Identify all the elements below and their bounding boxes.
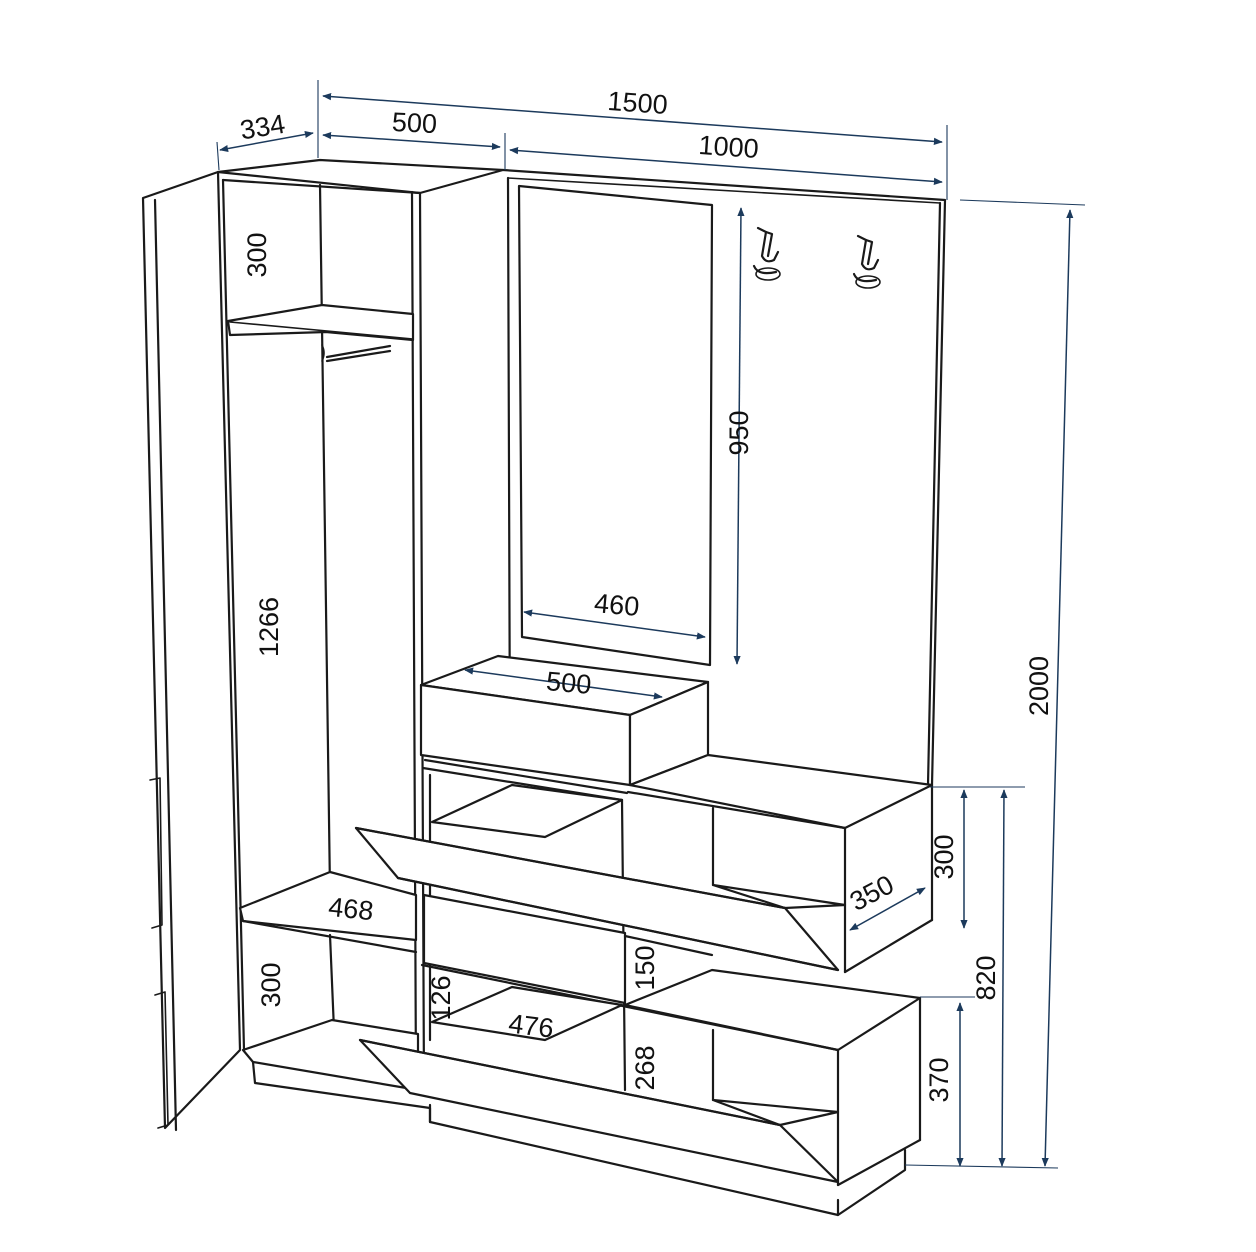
- dim-line-overall-width: [322, 93, 943, 145]
- dim-top-compartment-height: 300: [242, 232, 272, 277]
- dim-upper-drawer-height: 150: [630, 945, 660, 990]
- dim-line-bench-depth: [849, 887, 926, 931]
- dim-drawer-front-height: 126: [426, 975, 456, 1020]
- wardrobe-door: [141, 170, 242, 1132]
- dim-line-mirror-width: [523, 609, 706, 640]
- dim-line-wardrobe-depth: [219, 130, 314, 153]
- dimension-labels: 1500 334 500 1000 2000 950 460 500 300 1…: [238, 86, 1054, 1103]
- dim-wardrobe-depth: 334: [238, 109, 287, 146]
- dim-line-panel-width: [509, 147, 943, 185]
- dim-line-overall-height: [1041, 209, 1074, 1167]
- dimension-lines: [216, 80, 1086, 1169]
- dim-bench-height: 820: [971, 955, 1001, 1000]
- back-panel: [501, 168, 947, 787]
- dim-line-drawer-width: [464, 667, 663, 700]
- dim-shoe-inner-height: 268: [630, 1045, 660, 1090]
- dim-panel-width: 1000: [698, 130, 760, 164]
- dim-shoe-inner-width: 476: [507, 1008, 555, 1043]
- hanger-rail-icon: [321, 344, 392, 363]
- dim-bench-upper-height: 300: [929, 834, 959, 879]
- dim-mirror-height: 950: [724, 410, 754, 455]
- dim-hanging-height: 1266: [254, 597, 284, 657]
- wardrobe-body: [216, 158, 505, 1124]
- dim-mirror-width: 460: [593, 588, 641, 622]
- bench-upper: [354, 753, 934, 1092]
- dim-line-bench-height: [998, 789, 1008, 1167]
- furniture-linework: [141, 158, 947, 1217]
- dim-bench-depth: 350: [845, 869, 899, 917]
- coat-hook-icon: [752, 226, 781, 281]
- coat-hook-icon: [852, 234, 881, 289]
- dim-lower-shelf-depth: 468: [327, 892, 375, 927]
- dim-line-wardrobe-width: [322, 131, 501, 151]
- dim-line-mirror-height: [733, 207, 745, 665]
- dim-wardrobe-width: 500: [391, 107, 438, 139]
- dim-bench-lower-height: 370: [924, 1057, 954, 1102]
- bench-lower: [358, 963, 922, 1217]
- dim-drawer-width: 500: [545, 666, 593, 700]
- dim-overall-width: 1500: [607, 86, 669, 120]
- dim-lower-compartment-height: 300: [256, 962, 286, 1007]
- dim-overall-height: 2000: [1024, 656, 1054, 716]
- mirror: [517, 184, 714, 667]
